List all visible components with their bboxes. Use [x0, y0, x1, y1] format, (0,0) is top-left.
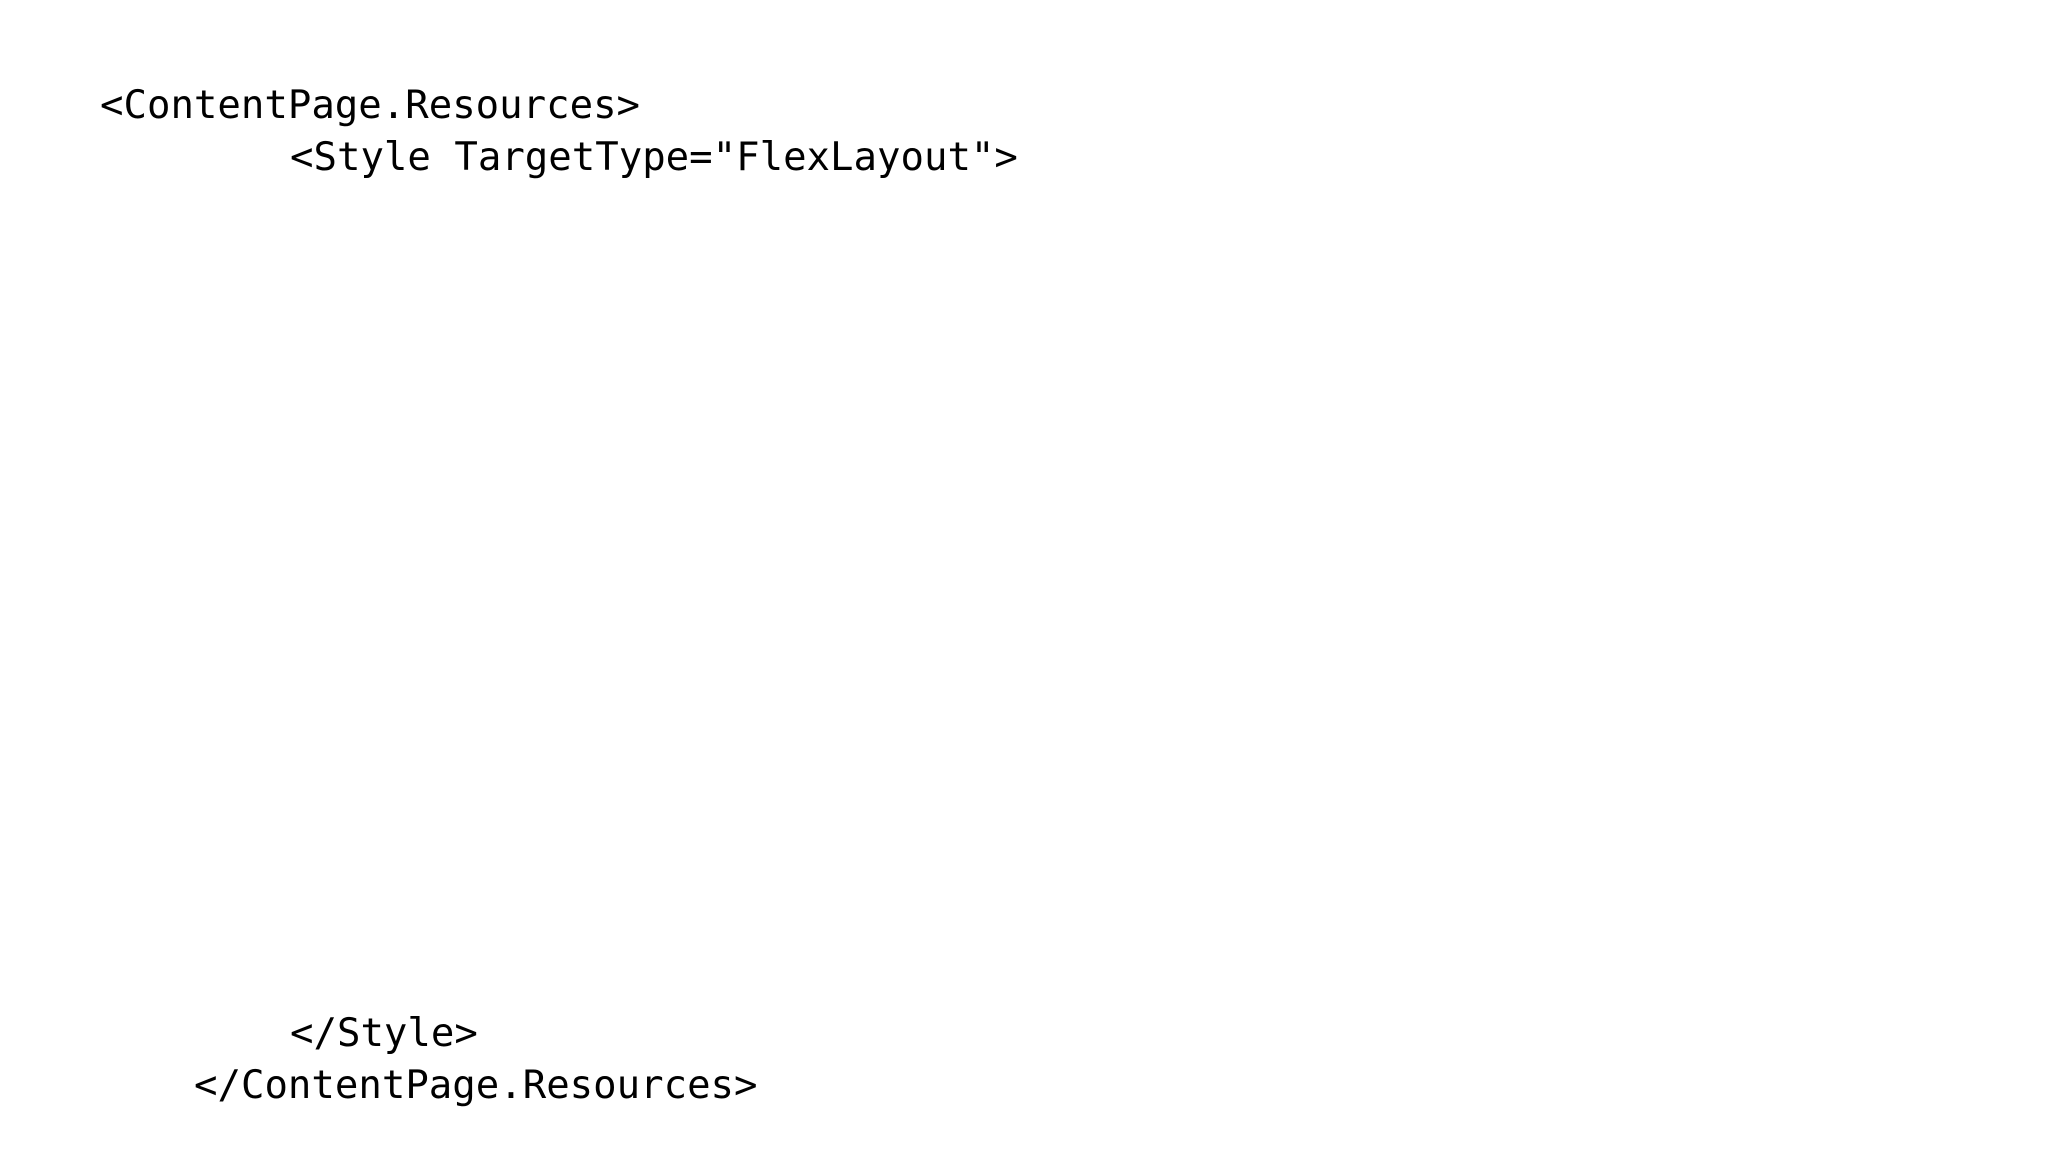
code-line-content-page-resources-close: </ContentPage.Resources> — [194, 1063, 758, 1108]
code-line-content-page-resources-open: <ContentPage.Resources> — [100, 83, 641, 128]
code-line-style-open: <Style TargetType="FlexLayout"> — [290, 135, 1018, 180]
code-line-style-close: </Style> — [290, 1011, 478, 1056]
